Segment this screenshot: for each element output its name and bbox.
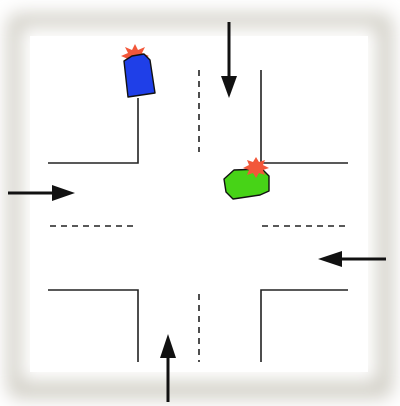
green-car-body — [223, 168, 270, 200]
paper-background — [8, 14, 392, 398]
arrow-right-icon — [8, 185, 75, 201]
curb-top-left — [48, 98, 139, 164]
traffic-arrows — [8, 22, 386, 402]
arrow-left-icon — [318, 251, 386, 267]
curb-bottom-left — [48, 289, 139, 362]
car-icon — [223, 157, 270, 200]
curb-bottom-right — [260, 289, 348, 362]
car-icon — [121, 44, 156, 98]
arrow-up-icon — [160, 334, 176, 402]
lane-divider-dashes — [50, 70, 346, 362]
flash-light-icon — [243, 157, 269, 178]
arrow-down-icon — [221, 22, 237, 98]
blue-car-body — [123, 53, 156, 98]
